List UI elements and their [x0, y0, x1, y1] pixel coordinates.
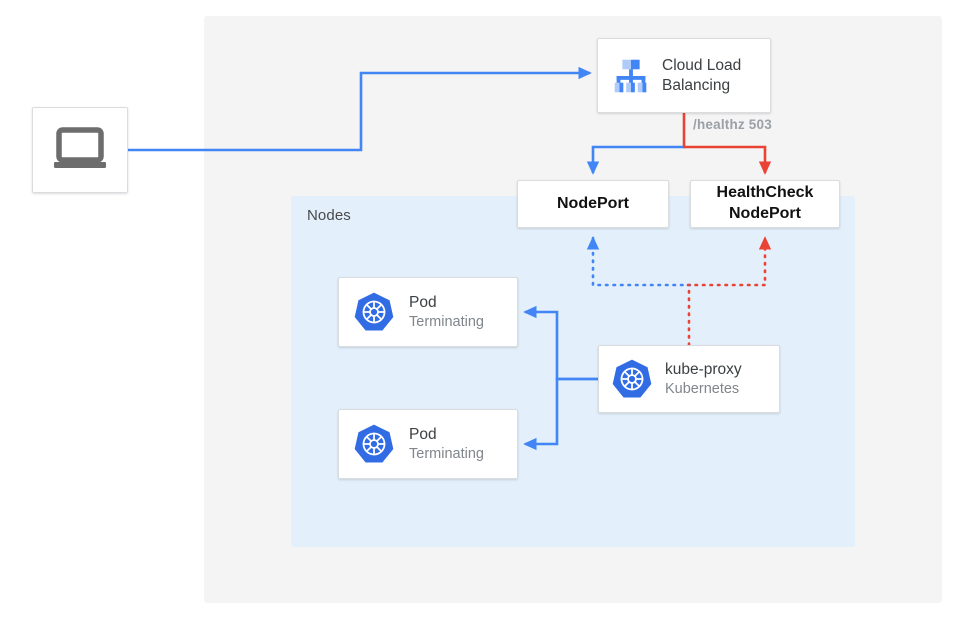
pod-1-title: Pod	[409, 293, 437, 311]
pod-1-labels: Pod Terminating	[409, 293, 484, 331]
kube-proxy-box[interactable]: kube-proxy Kubernetes	[598, 345, 780, 413]
healthz-annotation: /healthz 503	[693, 117, 772, 132]
healthcheck-nodeport-title-line1: HealthCheck	[716, 184, 814, 202]
client-box[interactable]	[32, 107, 128, 193]
pod-2-title: Pod	[409, 425, 437, 443]
edge-kube-proxy-to-pod-1	[523, 305, 598, 381]
pod-1-status: Terminating	[409, 313, 484, 330]
healthcheck-nodeport-box[interactable]: HealthCheck NodePort	[690, 180, 840, 228]
kubernetes-icon	[354, 424, 394, 463]
kubernetes-icon	[354, 292, 394, 331]
cloud-load-balancing-box[interactable]: Cloud Load Balancing	[597, 38, 771, 113]
nodeport-labels: NodePort	[557, 194, 629, 215]
cloud-load-balancing-icon	[614, 59, 647, 92]
edge-load-balancer-to-nodeport	[586, 145, 686, 175]
nodes-group-label: Nodes	[307, 207, 351, 224]
laptop-icon	[54, 127, 106, 168]
edge-load-balancer-to-healthcheck-nodeport	[683, 145, 772, 175]
healthcheck-nodeport-labels: HealthCheck NodePort	[717, 183, 814, 225]
nodeport-title: NodePort	[557, 194, 629, 212]
edge-client-to-load-balancer	[128, 66, 592, 152]
edge-kube-proxy-to-pod-2	[523, 377, 598, 451]
pod-2-status: Terminating	[409, 445, 484, 462]
pod-box-1[interactable]: Pod Terminating	[338, 277, 518, 347]
edge-kube-proxy-to-healthcheck-nodeport-dotted	[686, 236, 772, 287]
healthcheck-nodeport-title-line2: NodePort	[728, 205, 801, 222]
cloud-load-balancing-labels: Cloud Load Balancing	[662, 56, 741, 96]
kube-proxy-subtitle: Kubernetes	[665, 380, 740, 397]
pod-box-2[interactable]: Pod Terminating	[338, 409, 518, 479]
kubernetes-icon	[612, 359, 652, 398]
kube-proxy-labels: kube-proxy Kubernetes	[665, 360, 742, 398]
edge-kube-proxy-to-nodeport-dotted	[586, 236, 692, 287]
pod-2-labels: Pod Terminating	[409, 425, 484, 463]
cloud-load-balancing-title-line2: Balancing	[662, 76, 731, 94]
kube-proxy-title: kube-proxy	[665, 360, 742, 378]
cloud-load-balancing-title-line1: Cloud Load	[662, 56, 742, 74]
nodeport-box[interactable]: NodePort	[517, 180, 669, 228]
